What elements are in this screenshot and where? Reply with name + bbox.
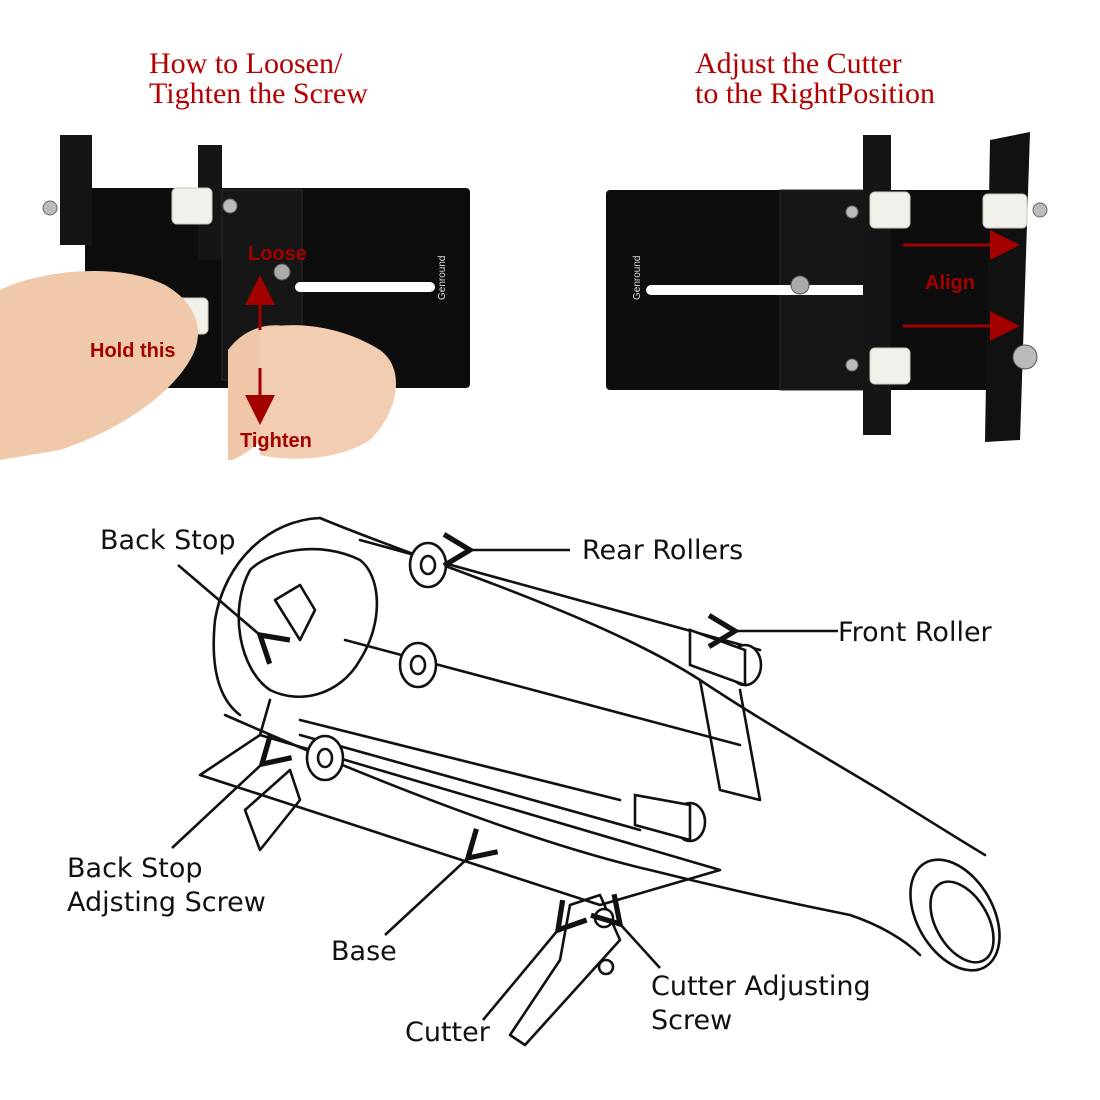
back-stop-plate <box>273 583 317 642</box>
cutter-screw-arrow <box>590 893 661 969</box>
left-hand-3 <box>260 325 397 459</box>
back-stop-screw-body <box>243 768 302 852</box>
bottle-mouth-outer <box>909 858 1001 972</box>
back-stop-screw-arrow <box>171 734 293 849</box>
align-label: Align <box>925 272 975 294</box>
right-title-line-2: to the RightPosition <box>695 77 936 110</box>
rear-roller-middle-hole <box>409 654 427 676</box>
right-roller-bottom <box>869 347 911 385</box>
loose-label: Loose <box>248 243 307 265</box>
cutter-pivot <box>597 958 615 976</box>
rear-roller-low-hole <box>316 747 334 769</box>
base-post <box>258 698 272 737</box>
left-title-line-2: Tighten the Screw <box>149 77 368 110</box>
lower-roller-body <box>633 793 692 842</box>
cutter-screw-label-1: Cutter Adjusting <box>651 971 871 1002</box>
base-arrow <box>384 828 499 936</box>
base-label: Base <box>331 936 397 967</box>
front-roller-label: Front Roller <box>838 617 992 648</box>
tighten-label: Tighten <box>240 430 312 452</box>
left-hand-1 <box>0 271 198 460</box>
bottle-base-end <box>212 516 322 717</box>
back-stop-block <box>237 547 379 698</box>
back-stop-label: Back Stop <box>100 525 236 556</box>
cutter-screw-head <box>593 907 615 929</box>
cutter-label: Cutter <box>405 1017 490 1048</box>
back-stop-arrow <box>177 564 291 665</box>
right-roller-side <box>982 193 1028 229</box>
rear-roller-top-hole <box>419 554 437 576</box>
left-brand-text: Genround <box>437 256 448 300</box>
right-brand-text: Genround <box>632 256 643 300</box>
back-stop-screw-label-2: Adjsting Screw <box>67 887 266 918</box>
hold-this-label: Hold this <box>90 340 176 362</box>
rod-lower <box>298 718 622 802</box>
rear-rollers-label: Rear Rollers <box>582 535 744 566</box>
bottle-top-edge <box>318 516 987 857</box>
cutter-arrow <box>482 899 588 1021</box>
bottle-bottom-edge <box>223 713 922 957</box>
left-roller-top <box>171 187 213 225</box>
right-title-line-1: Adjust the Cutter <box>695 47 902 80</box>
right-roller-top <box>869 191 911 229</box>
front-strut <box>698 678 762 802</box>
base-plate <box>198 733 722 907</box>
rod-lower-2 <box>298 733 642 832</box>
cutter-screw-label-2: Screw <box>651 1005 733 1036</box>
bottle-mouth-inner <box>929 880 995 964</box>
back-stop-screw-label-1: Back Stop <box>67 853 203 884</box>
left-title-line-1: How to Loosen/ <box>149 47 343 80</box>
